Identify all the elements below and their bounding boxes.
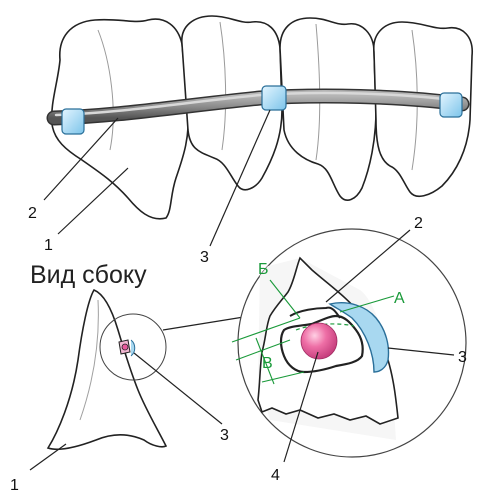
detail-label-3: 3	[458, 349, 467, 366]
detail-ligature-ball	[301, 323, 337, 359]
bracket-1	[62, 109, 84, 134]
bracket-2	[262, 86, 286, 110]
top-label-3: 3	[200, 249, 209, 266]
side-ligature	[122, 344, 128, 350]
side-view-tooth	[48, 290, 166, 449]
bracket-3	[440, 93, 462, 117]
top-label-1: 1	[44, 237, 53, 254]
side-label-3: 3	[220, 427, 229, 444]
detail-label-A: А	[394, 290, 405, 307]
detail-label-V: В	[262, 355, 273, 372]
top-label-2: 2	[28, 205, 37, 222]
detail-label-4: 4	[271, 467, 280, 484]
side-view-title: Вид сбоку	[30, 261, 147, 289]
tooth-3	[280, 18, 376, 200]
detail-label-2: 2	[414, 215, 423, 232]
side-label-1: 1	[10, 477, 19, 494]
detail-label-B: Б	[258, 261, 269, 278]
